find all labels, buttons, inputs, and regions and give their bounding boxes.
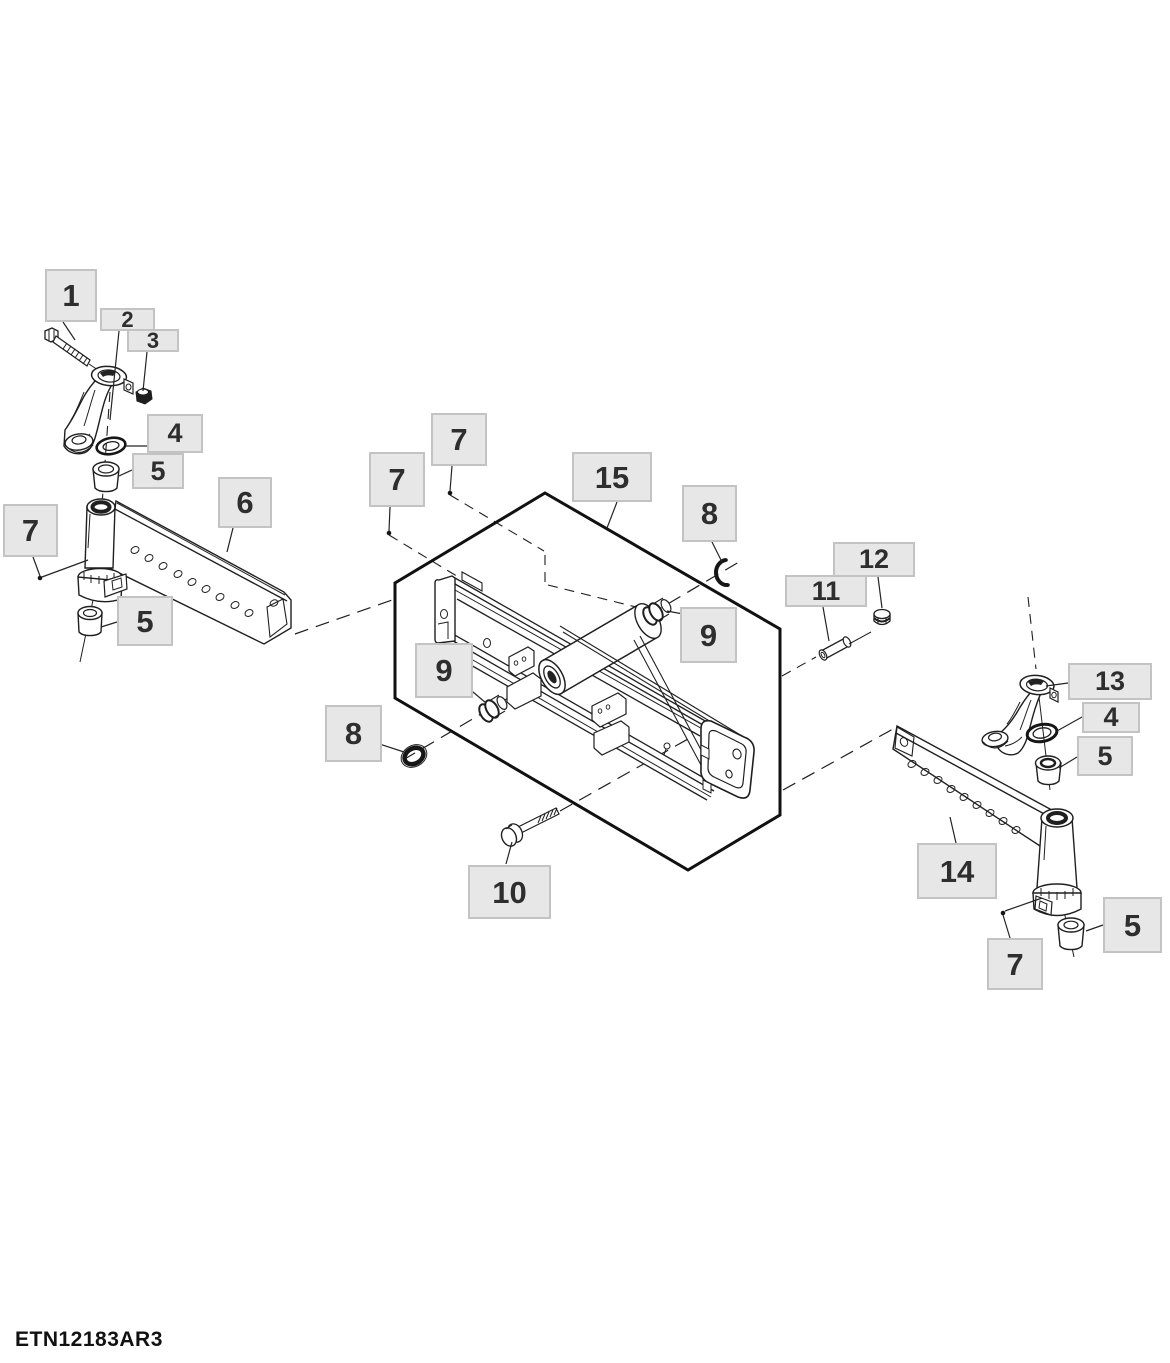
part-11-pin bbox=[818, 631, 872, 661]
callout-9-right[interactable]: 9 bbox=[680, 607, 737, 663]
callout-10[interactable]: 10 bbox=[468, 865, 551, 919]
part-8-oring bbox=[400, 744, 428, 768]
part-4-washer-right bbox=[1025, 722, 1059, 744]
part-15-axle-beam bbox=[434, 571, 755, 801]
part-8-snap-ring bbox=[714, 558, 730, 588]
part-12-nut bbox=[873, 608, 891, 626]
figure-code: ETN12183AR3 bbox=[15, 1328, 163, 1351]
part-2-spindle-left bbox=[63, 365, 134, 455]
callout-8-right[interactable]: 8 bbox=[682, 485, 737, 542]
callout-5-right-upper[interactable]: 5 bbox=[1077, 736, 1133, 776]
callout-7-left[interactable]: 7 bbox=[3, 504, 58, 557]
callout-6[interactable]: 6 bbox=[218, 477, 272, 528]
callout-8-left[interactable]: 8 bbox=[325, 705, 382, 762]
part-5-bushing-right-lower bbox=[1057, 917, 1085, 951]
part-6-axle-extension-left bbox=[77, 498, 292, 645]
part-7-set-screws bbox=[37, 490, 1043, 916]
part-13-spindle-right bbox=[981, 674, 1059, 756]
callout-3[interactable]: 3 bbox=[127, 329, 179, 352]
part-5-bushing-left-lower bbox=[77, 605, 103, 637]
callout-12[interactable]: 12 bbox=[833, 542, 915, 577]
part-14-axle-extension-right bbox=[892, 724, 1082, 917]
part-15-boundary-box bbox=[393, 491, 782, 872]
callout-9-left[interactable]: 9 bbox=[415, 643, 473, 698]
part-9-bushing-rear bbox=[642, 597, 672, 626]
part-9-bushing-front bbox=[478, 694, 508, 723]
part-4-washer-left bbox=[95, 436, 127, 456]
part-3-nut bbox=[135, 387, 153, 405]
part-10-bolt bbox=[500, 807, 560, 847]
callout-4-right[interactable]: 4 bbox=[1082, 702, 1140, 733]
part-5-bushing-left-upper bbox=[92, 461, 120, 493]
callout-7-right[interactable]: 7 bbox=[987, 938, 1043, 990]
callout-14[interactable]: 14 bbox=[917, 843, 997, 899]
callout-13[interactable]: 13 bbox=[1068, 663, 1152, 700]
callout-15[interactable]: 15 bbox=[572, 452, 652, 502]
callout-5-left-upper[interactable]: 5 bbox=[132, 453, 184, 489]
part-1-bolt bbox=[44, 327, 102, 373]
callout-1[interactable]: 1 bbox=[45, 269, 97, 322]
callout-5-right-lower[interactable]: 5 bbox=[1103, 897, 1162, 953]
callout-4-left[interactable]: 4 bbox=[147, 414, 203, 453]
callout-11[interactable]: 11 bbox=[785, 575, 867, 607]
callout-7-center-b[interactable]: 7 bbox=[431, 413, 487, 466]
callout-7-center-a[interactable]: 7 bbox=[369, 452, 425, 507]
part-5-bushing-right-upper bbox=[1034, 755, 1062, 786]
callout-leader-lines bbox=[32, 321, 1104, 939]
callout-5-left-lower[interactable]: 5 bbox=[117, 596, 173, 646]
